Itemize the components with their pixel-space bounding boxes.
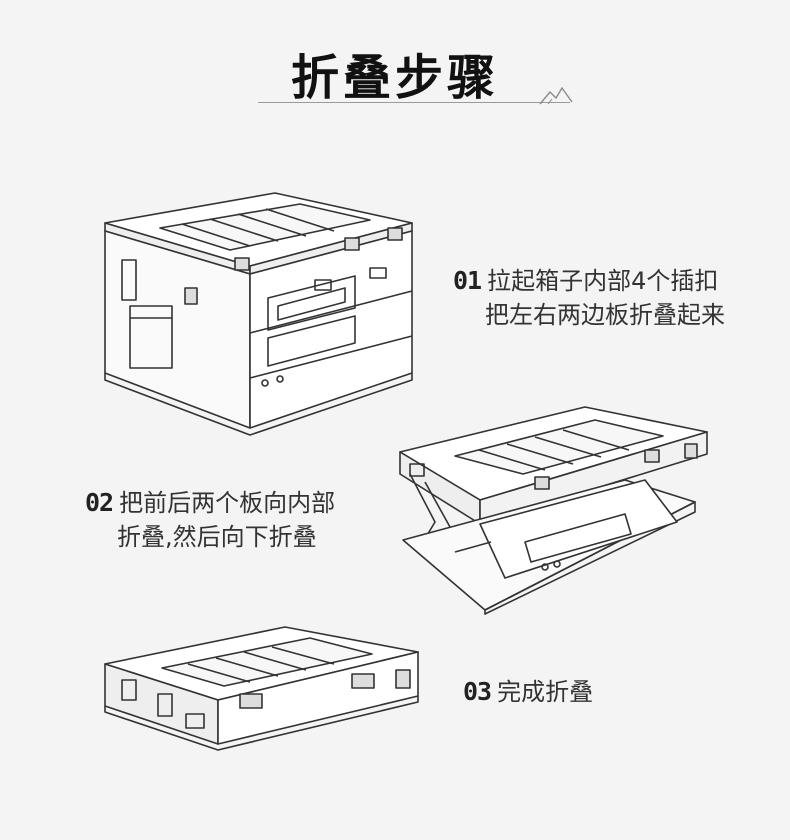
mountain-icon [538,84,574,106]
step-number: 01 [453,266,482,295]
step-text: 拉起箱子内部4个插扣 [487,267,719,295]
step-text: 折叠,然后向下折叠 [117,523,317,551]
step-number: 03 [463,677,492,706]
page-title: 折叠步骤 [290,50,499,106]
step-text: 把左右两边板折叠起来 [485,301,725,329]
box-folding-illustration [395,402,715,617]
step-text: 完成折叠 [497,678,594,706]
title-divider [258,102,570,103]
step-number: 02 [85,488,114,517]
box-folded-illustration [100,622,425,752]
step-text: 把前后两个板向内部 [119,489,336,517]
box-open-illustration [100,188,420,433]
